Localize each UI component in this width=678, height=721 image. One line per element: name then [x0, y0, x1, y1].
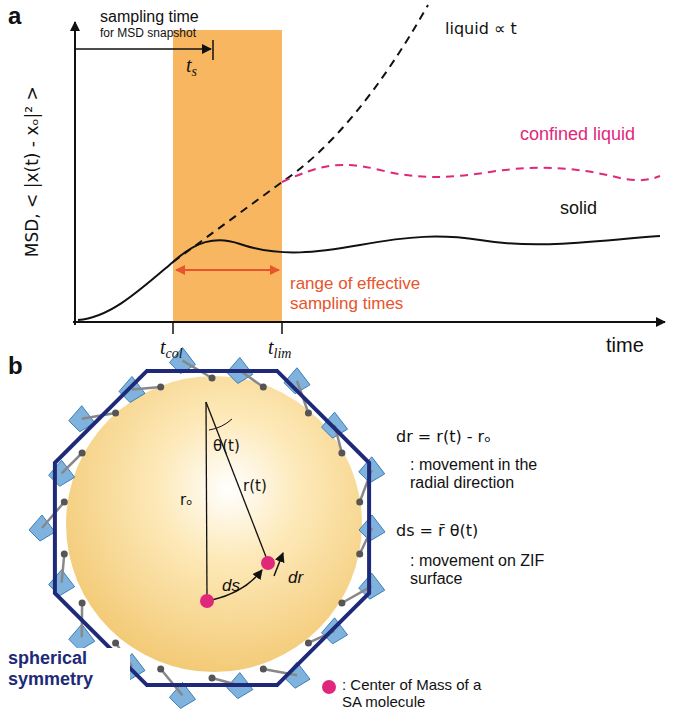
- atom: [112, 639, 119, 646]
- ds-arrow: [212, 570, 262, 600]
- time-symbol: tcol: [160, 336, 183, 359]
- atom: [79, 600, 86, 607]
- annotation: for MSD snapshot: [100, 27, 196, 41]
- sampling-arrow: [76, 48, 211, 50]
- time-symbol: ts: [186, 54, 197, 77]
- atom: [356, 498, 363, 505]
- tick: [172, 322, 174, 334]
- linker: [161, 669, 183, 695]
- com-dot: [261, 556, 275, 570]
- linker: [62, 453, 82, 473]
- panel-letter: b: [8, 352, 23, 380]
- atom: [157, 665, 164, 672]
- atom: [61, 551, 68, 558]
- note: : movement in the radial direction: [410, 456, 580, 493]
- solid-curve: [78, 236, 660, 320]
- atom: [260, 665, 267, 672]
- symmetry-label: spherical symmetry: [6, 648, 130, 689]
- linker: [240, 370, 264, 387]
- r0-line: [206, 402, 207, 598]
- atom: [305, 410, 312, 417]
- sampling-tick: [212, 40, 214, 60]
- atom: [157, 384, 164, 391]
- vector-label: dr: [288, 568, 303, 588]
- atom: [305, 639, 312, 646]
- equation: ds = r̄ θ(t): [396, 522, 478, 540]
- confined-curve: [282, 165, 660, 182]
- curve-label: liquid ∝ t: [445, 20, 517, 38]
- atom: [61, 498, 68, 505]
- radius-label: r(t): [243, 478, 267, 495]
- range-label: range of effective sampling times: [290, 274, 450, 313]
- x-axis: [73, 321, 665, 323]
- vector-label: ds: [222, 576, 240, 596]
- atom: [356, 551, 363, 558]
- atom: [209, 375, 216, 382]
- atom: [260, 384, 267, 391]
- rt-line: [206, 402, 268, 562]
- cage-sphere: [66, 376, 362, 672]
- note: : movement on ZIF surface: [410, 552, 570, 589]
- angle-label: θ(t): [213, 438, 240, 455]
- sampling-window: [173, 30, 282, 322]
- y-axis: [74, 22, 76, 325]
- range-arrow: [176, 269, 279, 271]
- atom: [209, 675, 216, 682]
- octagon-outline: [55, 371, 369, 685]
- axis-title: time: [606, 334, 644, 357]
- panel-letter: a: [8, 2, 21, 30]
- legend-text: : Center of Mass of a SA molecule: [342, 676, 502, 711]
- annotation: sampling time: [100, 8, 199, 26]
- curve-label: confined liquid: [520, 124, 635, 145]
- tick: [281, 322, 283, 334]
- com-dot: [200, 594, 214, 608]
- axis-title: MSD, < |x(t) - xₒ|² >: [23, 22, 43, 322]
- legend-swatch: [322, 680, 336, 694]
- atom: [338, 450, 345, 457]
- linker: [132, 387, 161, 389]
- atom: [112, 410, 119, 417]
- radius-label: rₒ: [180, 492, 192, 509]
- curve-label: solid: [560, 198, 597, 219]
- time-symbol: tlim: [268, 336, 291, 359]
- angle-arc: [209, 419, 232, 430]
- atom: [338, 600, 345, 607]
- equation: dr = r(t) - rₒ: [396, 428, 491, 446]
- atom: [79, 450, 86, 457]
- liquid-curve: [173, 5, 428, 262]
- dr-arrow: [274, 553, 283, 576]
- linker: [62, 554, 65, 583]
